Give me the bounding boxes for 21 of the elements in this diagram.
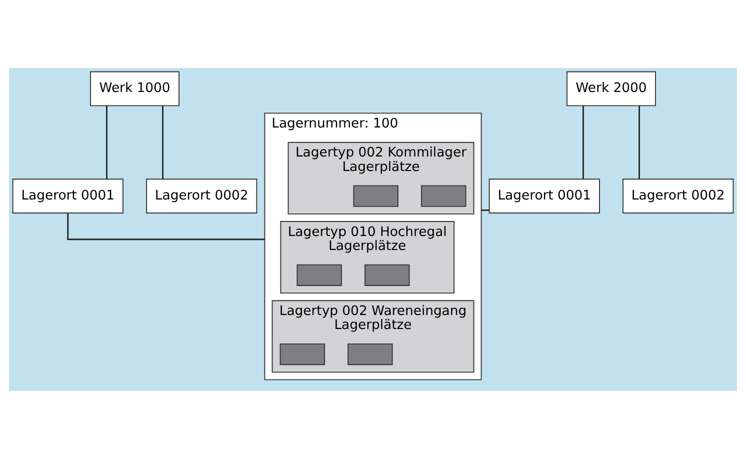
node-box — [353, 184, 398, 206]
cluster: Lagertyp 002 Kommilager Lagerplätze — [288, 141, 474, 214]
connector — [162, 105, 164, 178]
node-box — [296, 264, 342, 286]
node-box — [421, 184, 466, 206]
connector — [106, 105, 108, 178]
node-box — [364, 264, 410, 286]
cluster: Lagertyp 002 Wareneingang Lagerplätze — [272, 300, 474, 372]
node-box: Lagerort 0001 — [12, 178, 124, 213]
node-box: Lagerort 0001 — [488, 178, 600, 213]
connector — [481, 208, 490, 210]
node-box: Werk 2000 — [566, 70, 656, 106]
node-box — [280, 342, 325, 365]
connector — [582, 105, 584, 178]
node-box: Lagerort 0002 — [622, 178, 734, 213]
connector — [638, 105, 640, 178]
node-box: Werk 1000 — [90, 70, 180, 106]
node-box — [348, 342, 393, 365]
node-box: Lagerort 0002 — [146, 178, 258, 213]
connector — [67, 212, 265, 240]
cluster: Lagertyp 010 Hochregal Lagerplätze — [280, 220, 454, 294]
